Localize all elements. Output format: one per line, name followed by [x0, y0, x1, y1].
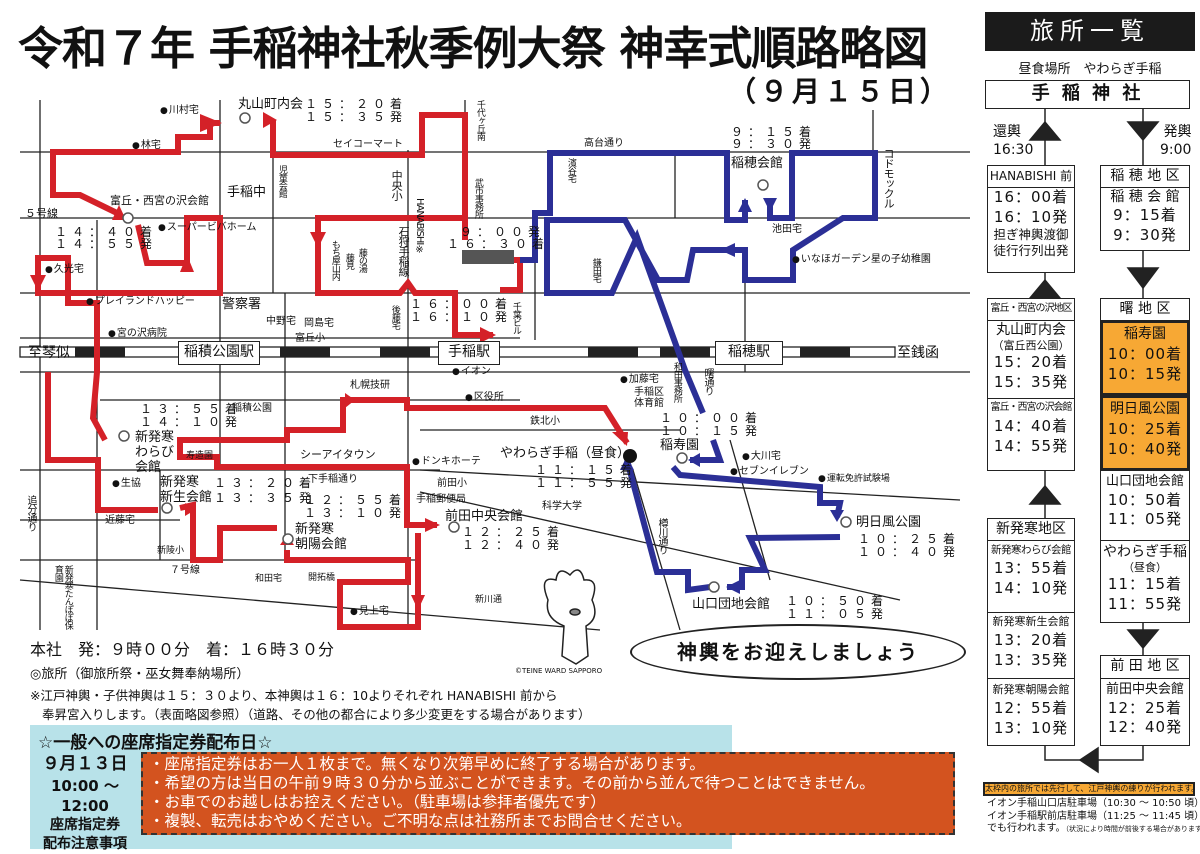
area-header: 稲 穂 地 区: [1100, 165, 1190, 188]
stop-yamaguchi: 山口団地会館 10：50着 11：05発: [1100, 470, 1190, 541]
stop-sub: （昼食）: [1101, 561, 1189, 575]
stop-desc: 担ぎ神輿渡御: [988, 227, 1074, 243]
stop-maeda: 前田中央会館 12：25着 12：40発: [1100, 678, 1190, 746]
stop-name: 新発寒わらび会館: [988, 541, 1074, 559]
stop-choyo: 新発寒朝陽会館 12：55着 13：10発: [987, 678, 1075, 746]
stop-yawaragi: やわらぎ手稲 （昼食） 11：15着 11：55発: [1100, 540, 1190, 623]
stop-name: 前田中央会館: [1101, 682, 1189, 699]
return-label: 還輿: [993, 124, 1033, 142]
area-header: 富丘・西宮の沢地区: [987, 298, 1075, 321]
area-header: 前 田 地 区: [1100, 655, 1190, 679]
arrival-time: 10：00着: [1103, 343, 1187, 365]
stop-asukaze: 明日風公園 10：25着 10：40発: [1100, 395, 1190, 471]
departure-time: 12：40発: [1101, 718, 1189, 738]
area-header: 曙 地 区: [1100, 298, 1190, 321]
highlight-notice: 太枠内の旅所では先行して、江戸神輿の練りが行われます。: [983, 782, 1195, 796]
stop-shinsei: 新発寒新生会館 13：20着 13：35発: [987, 612, 1075, 679]
departure-time: 15：35発: [988, 373, 1074, 393]
departure-time: 10：15発: [1103, 365, 1187, 385]
shrine-box: 手 稲 神 社: [985, 80, 1190, 109]
stop-tomioka: 富丘・西宮の沢会館 14：40着 14：55発: [987, 398, 1075, 471]
parking-caveat: （状況により時間が前後する場合があります）: [1066, 825, 1200, 833]
departure-time: 14：10発: [988, 579, 1074, 599]
parking-note: でも行われます。（状況により時間が前後する場合があります）: [987, 823, 1200, 836]
area-header: 新発寒地区: [987, 518, 1075, 541]
stop-warabi: 新発寒わらび会館 13：55着 14：10発: [987, 540, 1075, 613]
stop-inaho: 稲 穂 会 館 9：15着 9：30発: [1100, 187, 1190, 251]
departure-time: 13：10発: [988, 719, 1074, 739]
stop-name: 山口団地会館: [1101, 474, 1189, 491]
arrival-time: 13：20着: [988, 631, 1074, 651]
depart-time: 9:00: [1160, 142, 1191, 160]
arrival-time: 11：15着: [1101, 575, 1189, 595]
stop-desc: 徒行行列出発: [988, 243, 1074, 259]
parking-note-text: でも行われます。: [987, 823, 1066, 834]
arrival-time: 10：50着: [1101, 491, 1189, 511]
stop-name: 稲 穂 会 館: [1101, 188, 1189, 206]
arrival-time: 10：25着: [1103, 418, 1187, 440]
departure-time: 10：40発: [1103, 440, 1187, 460]
stop-inazu: 稲寿園 10：00着 10：15発: [1100, 320, 1190, 396]
departure-time: 16：10発: [988, 208, 1074, 228]
stop-hanabishi: 16：00着 16：10発 担ぎ神輿渡御 徒行行列出発: [987, 187, 1075, 273]
depart-label: 発輿: [1160, 124, 1191, 142]
return-time: 16:30: [993, 142, 1033, 160]
arrival-time: 12：25着: [1101, 699, 1189, 719]
parking-notes: イオン手稲山口店駐車場（10:30 ～ 10:50 頃） イオン手稲駅前店駐車場…: [987, 798, 1200, 836]
departure-time: 11：05発: [1101, 510, 1189, 530]
arrival-time: 9：15着: [1101, 206, 1189, 226]
stop-sub: （富丘西公園）: [988, 339, 1074, 353]
departure-time: 11：55発: [1101, 595, 1189, 615]
arrival-time: 13：55着: [988, 559, 1074, 579]
arrival-time: 12：55着: [988, 699, 1074, 719]
stop-name: 富丘・西宮の沢会館: [988, 399, 1074, 417]
stop-name: 稲寿園: [1103, 325, 1187, 343]
stop-maruyama: 丸山町内会 （富丘西公園） 15：20着 15：35発: [987, 320, 1075, 399]
stop-name: 新発寒朝陽会館: [988, 681, 1074, 699]
arrival-time: 16：00着: [988, 188, 1074, 208]
stop-name: 丸山町内会: [988, 321, 1074, 339]
arrival-time: 15：20着: [988, 353, 1074, 373]
arrival-time: 14：40着: [988, 417, 1074, 437]
stop-name: 新発寒新生会館: [988, 613, 1074, 631]
sidebar-title: 旅所一覧: [985, 12, 1195, 51]
departure-time: 13：35発: [988, 651, 1074, 671]
parking-note: イオン手稲駅前店駐車場（11:25 ～ 11:45 頃）: [987, 811, 1200, 824]
area-header: HANABISHI 前: [987, 165, 1075, 188]
parking-note: イオン手稲山口店駐車場（10:30 ～ 10:50 頃）: [987, 798, 1200, 811]
lunch-place: 昼食場所 やわらぎ手稲: [985, 58, 1195, 77]
departure-time: 14：55発: [988, 437, 1074, 457]
stop-name: やわらぎ手稲: [1101, 543, 1189, 561]
stop-name: 明日風公園: [1103, 400, 1187, 418]
departure-time: 9：30発: [1101, 226, 1189, 246]
